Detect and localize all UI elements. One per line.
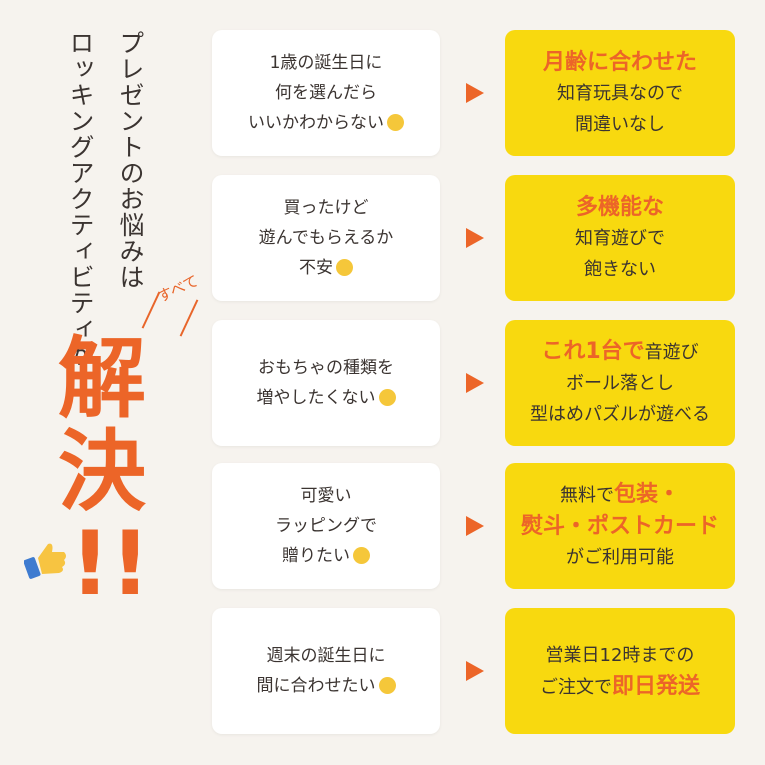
worried-face-icon: [387, 114, 404, 131]
arrow-right-icon: [466, 516, 484, 536]
solution-text: 型はめパズルが遊べる: [530, 404, 710, 425]
solution-text: ご注文で: [539, 676, 612, 698]
ketsu-char: 決: [58, 420, 147, 523]
solution-card: 月齢に合わせた 知育玩具なので間違いなし: [505, 30, 735, 156]
problem-text: 贈りたい: [282, 546, 350, 566]
problem-card: 買ったけど遊んでもらえるか 不安: [212, 175, 440, 301]
neutral-face-icon: [378, 389, 396, 406]
solution-highlight: 月齢に合わせた: [542, 49, 697, 75]
problem-card: 1歳の誕生日に何を選んだら いいかわからない: [212, 30, 440, 156]
problem-text: 何を選んだら: [275, 83, 377, 103]
problem-text: 不安: [298, 258, 333, 278]
solution-text: 知育遊びで: [575, 227, 665, 249]
solution-highlight: これ1台で: [541, 339, 645, 364]
solution-text: がご利用可能: [565, 547, 674, 568]
anxious-face-icon: [335, 259, 353, 276]
problem-text: 1歳の誕生日に: [269, 53, 383, 73]
problem-card: おもちゃの種類を 増やしたくない: [212, 320, 440, 446]
arrow-right-icon: [466, 661, 484, 681]
headline-line2: ロッキングアクティビティが: [66, 30, 95, 368]
solution-text: 知育玩具なので: [556, 82, 683, 104]
problem-text: ラッピングで: [275, 516, 377, 536]
solution-highlight: 熨斗・ポストカード: [520, 514, 719, 539]
arrow-right-icon: [466, 83, 484, 103]
problem-text: いいかわからない: [248, 113, 384, 133]
problem-text: 間に合わせたい: [256, 676, 376, 696]
solution-highlight: 多機能な: [575, 194, 664, 220]
headline-line1: プレゼントのお悩みは: [116, 30, 145, 290]
problem-text: 買ったけど: [283, 198, 369, 218]
solution-card: 営業日12時までの ご注文で即日発送: [505, 608, 735, 734]
solution-text: 無料で: [559, 485, 614, 506]
solution-highlight: 即日発送: [611, 673, 700, 699]
kai-char: 解: [58, 327, 147, 430]
solution-text: ボール落とし: [566, 373, 674, 394]
solution-text: 飽きない: [584, 258, 656, 280]
solution-text: 間違いなし: [574, 113, 665, 135]
arrow-right-icon: [466, 228, 484, 248]
solution-text: 音遊び: [644, 342, 699, 363]
solution-card: これ1台で音遊び ボール落とし型はめパズルが遊べる: [505, 320, 735, 446]
problem-text: 可愛い: [300, 486, 352, 506]
arrow-right-icon: [466, 373, 484, 393]
problem-card: 可愛いラッピングで 贈りたい: [212, 463, 440, 589]
worried-face-icon: [378, 677, 396, 694]
thumbs-up-icon: [24, 543, 66, 579]
problem-card: 週末の誕生日に 間に合わせたい: [212, 608, 440, 734]
problem-text: 週末の誕生日に: [266, 646, 386, 666]
solution-card: 無料で包装・ 熨斗・ポストカードがご利用可能: [505, 463, 735, 589]
exclamation: !!: [70, 512, 151, 615]
problem-text: 遊んでもらえるか: [258, 228, 394, 248]
problem-text: おもちゃの種類を: [258, 358, 394, 378]
solution-card: 多機能な 知育遊びで飽きない: [505, 175, 735, 301]
smiling-face-icon: [353, 547, 370, 564]
problem-text: 増やしたくない: [256, 388, 376, 408]
solution-highlight: 包装・: [613, 482, 680, 507]
solution-text: 営業日12時までの: [545, 644, 695, 666]
accent-slash: [179, 299, 199, 337]
